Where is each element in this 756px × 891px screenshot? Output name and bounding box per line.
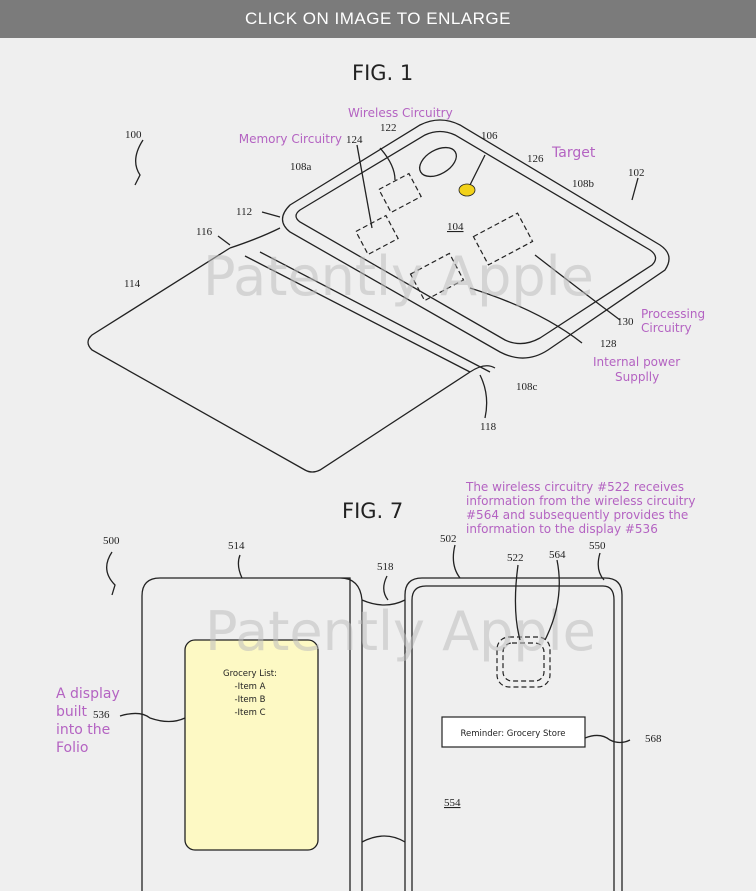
ref-522: 522: [507, 552, 524, 564]
reminder-text: Reminder: Grocery Store: [460, 729, 565, 739]
label-processing-2: Circuitry: [641, 321, 692, 335]
note-line: information to the display #536: [466, 522, 658, 536]
display-label-line: built: [56, 704, 88, 720]
ref-502: 502: [440, 533, 457, 545]
hinge-118: [469, 365, 496, 373]
case-102-inner: [295, 130, 657, 345]
display-label-line: into the: [56, 722, 110, 738]
label-processing-1: Processing: [641, 307, 705, 321]
label-target: Target: [551, 145, 596, 161]
leader-lines: [134, 139, 639, 419]
ref-108a: 108a: [290, 161, 312, 173]
reminder-box-568: [441, 716, 586, 748]
ref-102: 102: [628, 167, 645, 179]
fig-7-title: FIG. 7: [342, 499, 403, 523]
ref-100: 100: [125, 129, 142, 141]
ref-122: 122: [380, 122, 397, 134]
ref-118: 118: [480, 421, 497, 433]
display-label-line: Folio: [56, 740, 88, 756]
note-text: The wireless circuitry #522 receives inf…: [465, 480, 695, 536]
wireless-circuitry-122: [378, 172, 422, 214]
power-supply-128: [409, 252, 465, 302]
camera-cutout-106: [419, 146, 457, 178]
ref-536: 536: [93, 709, 110, 721]
note-line: information from the wireless circuitry: [466, 494, 695, 508]
grocery-item: -Item A: [235, 682, 266, 692]
ref-514: 514: [228, 540, 245, 552]
fig-1-title: FIG. 1: [352, 61, 413, 85]
case-550-inner: [411, 585, 615, 891]
ref-554: 554: [444, 797, 461, 809]
fig-7: FIG. 7 The wireless circuitry #522 recei…: [56, 480, 695, 891]
case-502-outer: [404, 577, 623, 891]
grocery-title: Grocery List:: [223, 669, 277, 679]
hinge-518: [361, 599, 406, 843]
ref-568: 568: [645, 733, 662, 745]
ref-108b: 108b: [572, 178, 595, 190]
ref-116: 116: [196, 226, 213, 238]
label-wireless-circuitry: Wireless Circuitry: [348, 106, 453, 120]
ref-108c: 108c: [516, 381, 538, 393]
enlarge-image-banner[interactable]: CLICK ON IMAGE TO ENLARGE: [0, 0, 756, 38]
leader-lines: [106, 544, 631, 744]
ref-112: 112: [236, 206, 252, 218]
ref-126: 126: [527, 153, 544, 165]
banner-text: CLICK ON IMAGE TO ENLARGE: [245, 9, 511, 28]
ref-114: 114: [124, 278, 141, 290]
note-line: The wireless circuitry #522 receives: [465, 480, 684, 494]
grocery-item: -Item B: [235, 695, 266, 705]
ref-124: 124: [346, 134, 363, 146]
target-126: [458, 183, 476, 197]
fig-1: FIG. 1 100 102 104 106 108a 108b 108c 11…: [87, 61, 705, 473]
grocery-item: -Item C: [234, 708, 265, 718]
ref-106: 106: [481, 130, 498, 142]
label-memory-circuitry: Memory Circuitry: [239, 132, 342, 146]
folio-514: [141, 577, 363, 891]
label-power-2: Supplly: [615, 370, 659, 384]
label-power-1: Internal power: [593, 355, 680, 369]
ref-128: 128: [600, 338, 617, 350]
wireless-circuitry-522: [502, 642, 545, 682]
case-102-outer: [281, 119, 670, 359]
watermark: Patently Apple: [205, 600, 596, 663]
folio-display-536: [184, 639, 319, 851]
processing-circuitry-130: [472, 212, 534, 266]
watermark: Patently Apple: [203, 245, 594, 308]
wireless-circuitry-564: [496, 636, 551, 688]
ref-500: 500: [103, 535, 120, 547]
ref-518: 518: [377, 561, 394, 573]
ref-130: 130: [617, 316, 634, 328]
folio-spine: [229, 227, 491, 373]
folio-cover-114: [87, 247, 471, 473]
ref-550: 550: [589, 540, 606, 552]
ref-104: 104: [447, 221, 464, 233]
display-label-line: A display: [56, 686, 120, 702]
ref-564: 564: [549, 549, 566, 561]
note-line: #564 and subsequently provides the: [466, 508, 688, 522]
